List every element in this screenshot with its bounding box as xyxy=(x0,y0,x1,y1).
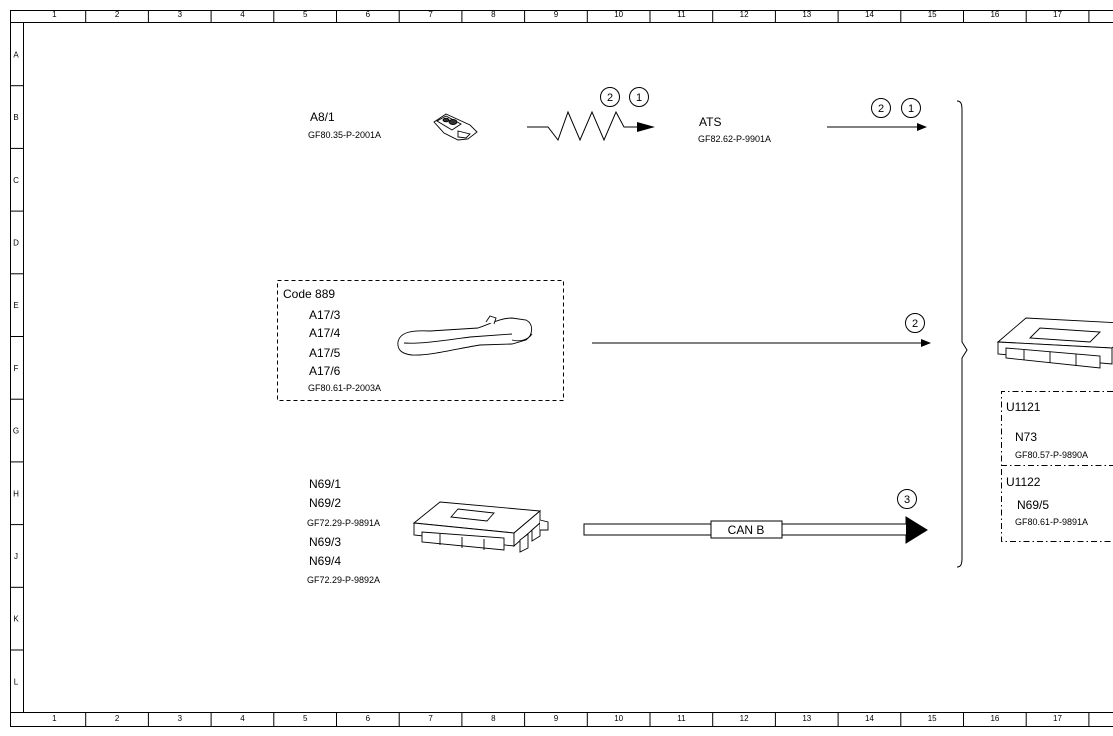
column-label: 13 xyxy=(802,10,811,19)
n69-5-label: N69/5 xyxy=(1017,498,1049,512)
code-889-ref[interactable]: GF80.61-P-2003A xyxy=(308,383,381,393)
column-label: 3 xyxy=(178,10,183,19)
column-label: 7 xyxy=(428,714,433,723)
column-label: 5 xyxy=(303,714,308,723)
marker-ats-2: 2 xyxy=(878,103,884,115)
column-label: 16 xyxy=(990,10,999,19)
code-889-box: Code 889 A17/3 A17/4 A17/5 A17/6 GF80.61… xyxy=(277,280,564,401)
n69-ref-1[interactable]: GF72.29-P-9891A xyxy=(307,518,380,528)
marker-rf-1: 1 xyxy=(636,92,642,104)
n69-3-label: N69/3 xyxy=(309,535,341,549)
column-label: 6 xyxy=(366,714,371,723)
column-label: 15 xyxy=(928,10,937,19)
n69-ref-2[interactable]: GF72.29-P-9892A xyxy=(307,575,380,585)
column-label: 9 xyxy=(554,10,559,19)
u1121-u1122-box: U1121 N73 GF80.57-P-9890A U1122 N69/5 GF… xyxy=(1001,391,1113,542)
row-label: E xyxy=(13,301,18,310)
column-label: 6 xyxy=(366,10,371,19)
column-label: 14 xyxy=(865,10,874,19)
marker-can-3: 3 xyxy=(904,494,910,506)
handle-signal: 2 xyxy=(592,313,931,347)
ats-label: ATS xyxy=(699,115,721,129)
can-b-bus: CAN B 3 xyxy=(583,489,928,544)
row-label: D xyxy=(13,239,19,248)
n69-group: N69/1 N69/2 GF72.29-P-9891A N69/3 N69/4 … xyxy=(307,477,549,585)
row-ticks: A B C D E F G H J K L xyxy=(10,50,23,686)
column-label: 3 xyxy=(178,714,183,723)
u1121-title: U1121 xyxy=(1006,400,1041,414)
row-label: F xyxy=(14,364,19,373)
column-label: 10 xyxy=(614,10,623,19)
column-label: 5 xyxy=(303,10,308,19)
u1122-title: U1122 xyxy=(1006,475,1041,489)
a17-3-label: A17/3 xyxy=(309,308,341,322)
rf-signal: 2 1 xyxy=(527,87,655,142)
a17-6-label: A17/6 xyxy=(309,364,341,378)
door-handle-icon xyxy=(397,315,533,356)
column-label: 2 xyxy=(115,10,120,19)
u1122-ref[interactable]: GF80.61-P-9891A xyxy=(1015,517,1088,527)
n69-2-label: N69/2 xyxy=(309,496,341,510)
ats-group: ATS GF82.62-P-9901A 2 1 xyxy=(698,98,927,144)
column-label: 10 xyxy=(614,714,623,723)
row-label: C xyxy=(13,176,19,185)
n69-1-label: N69/1 xyxy=(309,477,341,491)
column-label: 12 xyxy=(740,714,749,723)
column-label: 8 xyxy=(491,10,496,19)
can-b-label: CAN B xyxy=(728,523,765,537)
column-ticks: 1122334455667788991010111112121313141415… xyxy=(52,10,1090,727)
target-control-unit-icon xyxy=(996,317,1113,369)
column-label: 11 xyxy=(677,10,686,19)
marker-handle-2: 2 xyxy=(912,318,918,330)
marker-ats-1: 1 xyxy=(908,103,914,115)
column-label: 7 xyxy=(428,10,433,19)
a17-5-label: A17/5 xyxy=(309,346,341,360)
column-label: 13 xyxy=(802,714,811,723)
grouping-brace xyxy=(956,100,968,568)
n73-label: N73 xyxy=(1015,430,1037,444)
row-label: L xyxy=(14,677,19,686)
row-label: A xyxy=(13,50,19,59)
column-label: 16 xyxy=(990,714,999,723)
u1121-ref[interactable]: GF80.57-P-9890A xyxy=(1015,450,1088,460)
a8-1-ref[interactable]: GF80.35-P-2001A xyxy=(308,130,381,140)
a17-4-label: A17/4 xyxy=(309,326,341,340)
column-label: 17 xyxy=(1053,10,1062,19)
column-label: 11 xyxy=(677,714,686,723)
column-label: 12 xyxy=(740,10,749,19)
column-label: 9 xyxy=(554,714,559,723)
marker-rf-2: 2 xyxy=(607,92,613,104)
row-label: G xyxy=(13,427,19,436)
row-label: K xyxy=(13,615,19,624)
row-label: J xyxy=(14,552,18,561)
code-889-title: Code 889 xyxy=(283,287,335,301)
column-label: 4 xyxy=(240,10,245,19)
row-label: B xyxy=(13,113,18,122)
column-label: 17 xyxy=(1053,714,1062,723)
column-label: 8 xyxy=(491,714,496,723)
control-unit-icon xyxy=(412,501,549,553)
column-label: 1 xyxy=(52,10,57,19)
drawing-frame: 1122334455667788991010111112121313141415… xyxy=(10,10,1113,727)
column-label: 14 xyxy=(865,714,874,723)
n69-4-label: N69/4 xyxy=(309,554,341,568)
column-label: 2 xyxy=(115,714,120,723)
column-label: 15 xyxy=(928,714,937,723)
a8-1-label: A8/1 xyxy=(310,110,335,124)
ats-ref[interactable]: GF82.62-P-9901A xyxy=(698,134,771,144)
column-label: 4 xyxy=(240,714,245,723)
row-label: H xyxy=(13,489,19,498)
key-fob-icon xyxy=(433,113,478,141)
column-label: 1 xyxy=(52,714,57,723)
a8-1-group: A8/1 GF80.35-P-2001A xyxy=(308,110,478,141)
